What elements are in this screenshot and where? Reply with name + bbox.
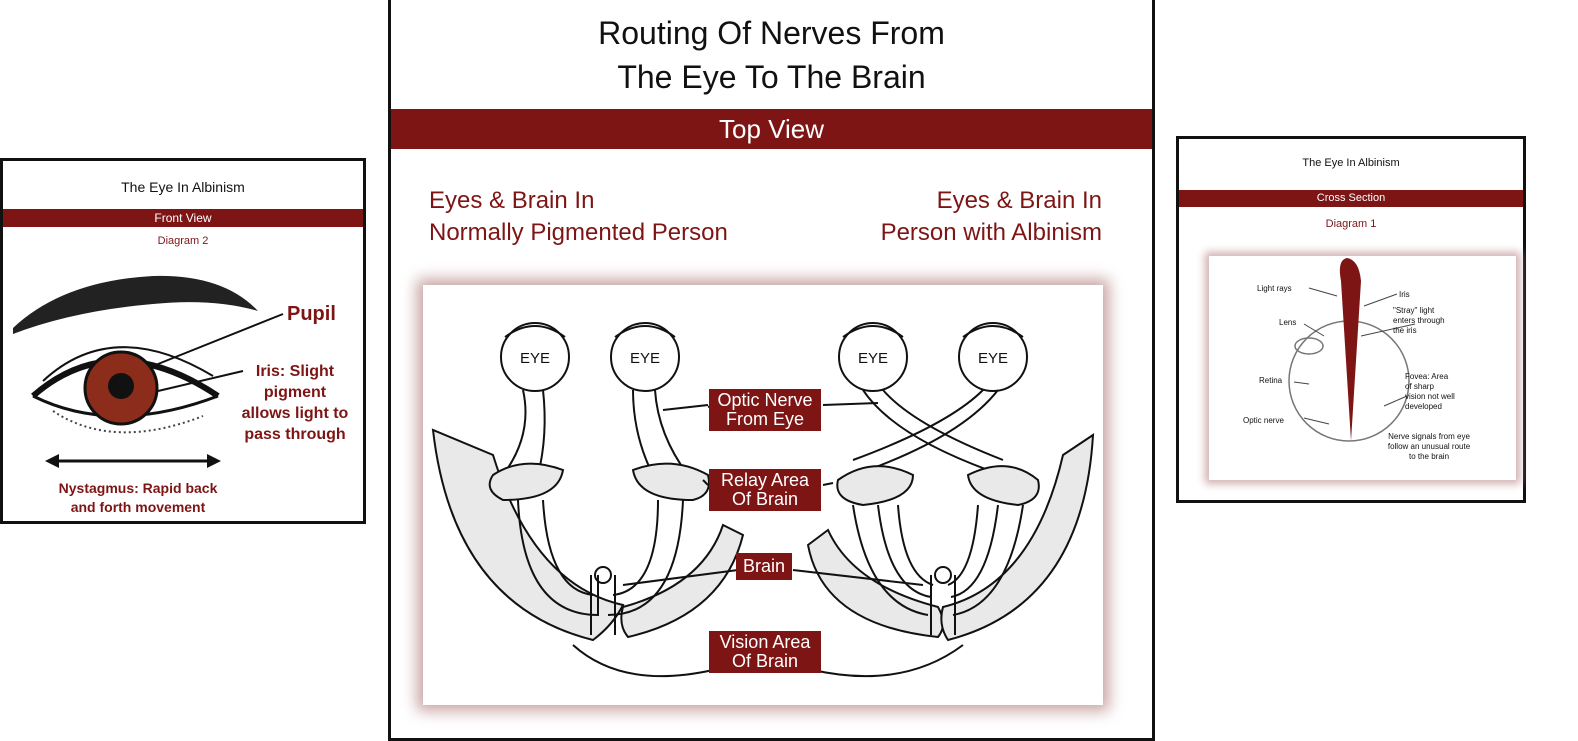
pupil-shape [108, 373, 134, 399]
iris-label: Iris: Slight pigment allows light to pas… [241, 363, 349, 443]
eye-label-3: EYE [858, 350, 888, 367]
front-view-band: Front View [3, 209, 363, 227]
eye-label-1: EYE [520, 350, 550, 367]
left-eye-1 [500, 322, 570, 392]
nystagmus-arrow [45, 454, 221, 468]
diagram-2-label: Diagram 2 [157, 235, 209, 247]
cross-section-diagram: Light rays Iris Lens "Stray" light enter… [1209, 256, 1516, 480]
vision-area-label: Vision Area Of Brain [709, 631, 821, 673]
diagram-1-label: Diagram 1 [1325, 218, 1377, 230]
eye-cross-section-drawing [1288, 258, 1416, 442]
retina-label: Retina [1259, 376, 1283, 385]
top-view-band: Top View [391, 109, 1152, 149]
right-eye-2 [958, 322, 1028, 392]
left-panel-title: The Eye In Albinism [121, 179, 245, 195]
right-eye-1 [838, 322, 908, 392]
eyebrow-shape [13, 275, 258, 334]
light-beam [1339, 258, 1361, 441]
left-eye-2 [610, 322, 680, 392]
nystagmus-label: Nystagmus: Rapid back and forth movement [58, 480, 218, 515]
cross-section-panel: The Eye In Albinism Cross Section Diagra… [1176, 136, 1526, 503]
nerve-signals-label: Nerve signals from eye follow an unusual… [1387, 432, 1471, 461]
top-view-panel: Routing Of Nerves From The Eye To The Br… [388, 0, 1155, 741]
left-cortex-outline [431, 428, 625, 642]
right-panel-title: The Eye In Albinism [1302, 157, 1400, 169]
pupil-label: Pupil [287, 303, 336, 325]
light-rays-label: Light rays [1257, 284, 1292, 293]
optic-nerve-label: Optic Nerve From Eye [709, 389, 821, 431]
iris-label-right: Iris [1399, 290, 1410, 299]
eye-label-2: EYE [630, 350, 660, 367]
right-optic-nerve [862, 389, 989, 471]
fovea-label: Fovea: Area of sharp vision not well dev… [1405, 372, 1455, 411]
albinism-heading: Eyes & Brain In Person with Albinism [880, 187, 1102, 246]
nerve-routing-diagram: EYE EYE EYE EYE Optic Nerve From Eye Rel… [423, 285, 1103, 705]
cross-section-band: Cross Section [1179, 190, 1523, 207]
lens-label: Lens [1279, 318, 1297, 327]
front-view-panel: The Eye In Albinism Front View Diagram 2… [0, 158, 366, 524]
eye-label-4: EYE [978, 350, 1008, 367]
right-cortex-outline [806, 528, 944, 639]
left-optic-nerve [502, 389, 527, 476]
optic-nerve-label-right: Optic nerve [1243, 416, 1284, 425]
nerve-routing-drawing: EYE EYE EYE EYE [431, 322, 1095, 678]
normal-pigment-heading: Eyes & Brain In Normally Pigmented Perso… [429, 187, 728, 246]
center-title: Routing Of Nerves From The Eye To The Br… [598, 15, 945, 95]
brain-label: Brain [736, 553, 792, 580]
stray-light-label: "Stray" light enters through the iris [1393, 306, 1445, 335]
front-view-eye-illustration [13, 275, 284, 434]
relay-area-label: Relay Area Of Brain [709, 469, 821, 511]
